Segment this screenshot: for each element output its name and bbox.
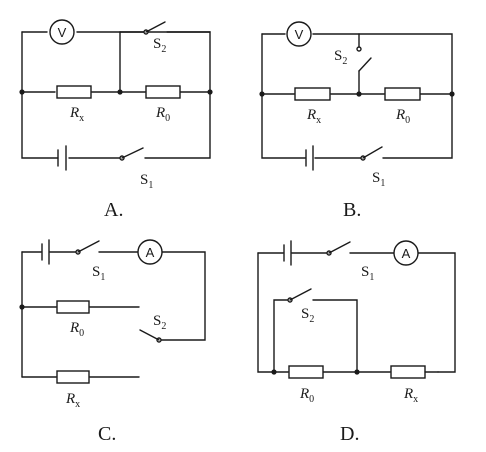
- label-s2-b: S2: [334, 48, 347, 67]
- circuit-b: V S2 Rx R0 S1 B.: [259, 21, 455, 221]
- circuit-a: V S2 Rx R0 S1 A.: [19, 19, 213, 221]
- battery-d: [283, 240, 292, 266]
- label-s2-c: S2: [153, 313, 166, 332]
- resistor-rx-a: [56, 85, 92, 99]
- label-rx-c: Rx: [65, 391, 80, 410]
- circuit-d: A S1 S2 R0 Rx D.: [257, 240, 456, 445]
- circuit-c: A S1 R0 S2 Rx C.: [19, 239, 206, 445]
- ammeter-c-symbol: A: [146, 245, 155, 260]
- label-r0-c: R0: [69, 320, 84, 339]
- caption-d: D.: [340, 423, 359, 445]
- label-s1-d: S1: [361, 264, 374, 283]
- label-s2-a: S2: [153, 36, 166, 55]
- battery-a: [57, 145, 67, 171]
- label-rx-d: Rx: [403, 386, 418, 405]
- voltmeter-b: V: [286, 21, 312, 47]
- label-s2-d: S2: [301, 306, 314, 325]
- resistor-r0-d: [288, 365, 324, 379]
- battery-b: [305, 145, 314, 171]
- caption-a: A.: [104, 199, 123, 221]
- voltmeter-b-symbol: V: [295, 27, 304, 42]
- switch-s2-b: [356, 46, 372, 72]
- switch-s1-a: [119, 147, 144, 161]
- voltmeter-a-symbol: V: [58, 25, 67, 40]
- resistor-r0-b: [384, 87, 421, 101]
- switch-s2-a: [119, 21, 211, 35]
- caption-c: C.: [98, 423, 116, 445]
- resistor-rx-c: [56, 370, 90, 384]
- caption-b: B.: [343, 199, 361, 221]
- ammeter-d-symbol: A: [402, 246, 411, 261]
- switch-s2-d: [287, 288, 312, 303]
- label-rx-b: Rx: [306, 107, 321, 126]
- resistor-r0-a: [145, 85, 181, 99]
- resistor-rx-b: [294, 87, 331, 101]
- ammeter-c: A: [137, 239, 163, 265]
- battery-c: [41, 239, 50, 265]
- voltmeter-a: V: [49, 19, 75, 45]
- switch-s1-b: [360, 146, 383, 161]
- label-s1-b: S1: [372, 170, 385, 189]
- resistor-r0-c: [56, 300, 90, 314]
- label-s1-c: S1: [92, 264, 105, 283]
- label-r0-a: R0: [155, 105, 170, 124]
- ammeter-d: A: [393, 240, 419, 266]
- label-r0-b: R0: [395, 107, 410, 126]
- label-rx-a: Rx: [69, 105, 84, 124]
- switch-s1-c: [75, 240, 100, 255]
- switch-s1-d: [326, 241, 351, 256]
- switch-s2-c: [139, 329, 162, 343]
- label-s1-a: S1: [140, 172, 153, 191]
- resistor-rx-d: [390, 365, 426, 379]
- label-r0-d: R0: [299, 386, 314, 405]
